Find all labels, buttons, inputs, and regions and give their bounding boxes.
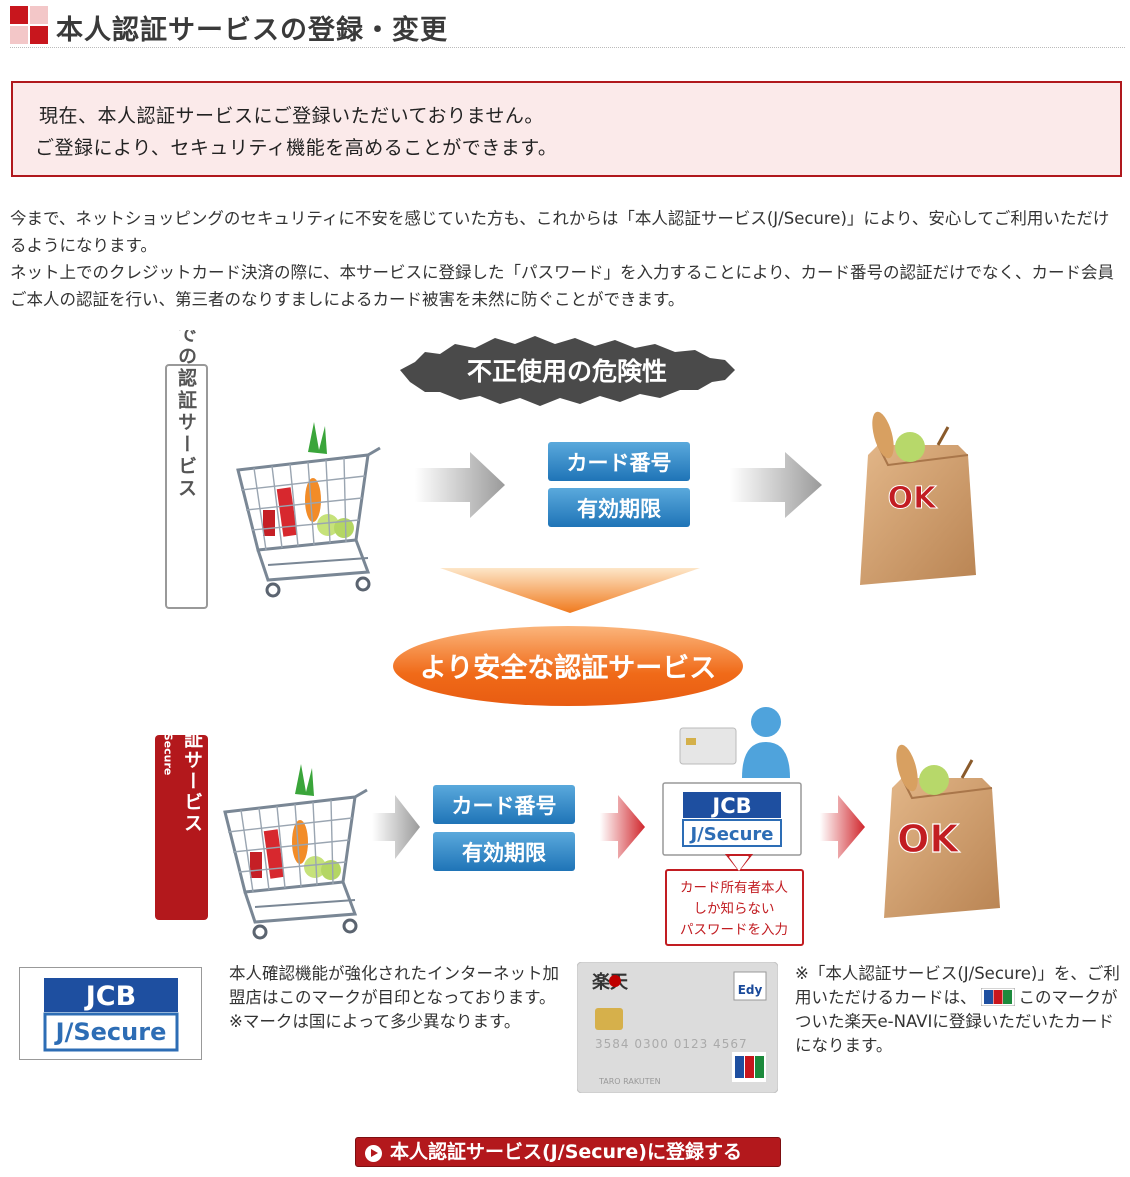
card-edy-text: Edy <box>738 983 763 997</box>
card-chip-icon <box>595 1008 623 1030</box>
mark-jcb-text: JCB <box>84 981 136 1012</box>
service-description: 今まで、ネットショッピングのセキュリティに不安を感じていた方も、これからは「本人… <box>10 205 1125 313</box>
callout-line-2: しか知らない <box>694 900 775 917</box>
play-arrow-icon <box>365 1145 382 1162</box>
card-number-text: カード番号 <box>452 794 557 818</box>
ok-text-bottom: OK <box>897 817 960 861</box>
mark-explanation-line-1: 本人確認機能が強化されたインターネット加盟店はこのマークが目印となっております。 <box>229 964 559 1007</box>
old-service-label-box <box>165 364 208 609</box>
jsecure-text: J/Secure <box>688 824 773 845</box>
danger-badge-shape <box>400 336 735 406</box>
expiry-text: 有効期限 <box>462 841 546 865</box>
old-service-label: 今までの認証サービス <box>175 330 198 500</box>
registration-notice: 現在、本人認証サービスにご登録いただいておりません。 ご登録により、セキュリティ… <box>11 81 1122 177</box>
jsecure-mark-box: JCB J/Secure <box>19 967 202 1060</box>
safer-badge-text: より安全な認証サービス <box>420 652 716 684</box>
shopping-cart-icon <box>223 762 369 940</box>
card-explanation: ※「本人認証サービス(J/Secure)」を、ご利用いただけるカードは、このマー… <box>795 962 1125 1058</box>
description-paragraph-1: 今まで、ネットショッピングのセキュリティに不安を感じていた方も、これからは「本人… <box>10 209 1110 255</box>
jcb-text: JCB <box>710 794 751 818</box>
page-title: 本人認証サービスの登録・変更 <box>56 15 448 46</box>
arrow-right-icon <box>730 452 822 518</box>
card-number-text: カード番号 <box>567 451 672 475</box>
register-button-label: 本人認証サービス(J/Secure)に登録する <box>390 1141 742 1163</box>
expiry-text: 有効期限 <box>577 497 661 521</box>
danger-badge-text: 不正使用の危険性 <box>467 357 667 386</box>
person-icon <box>751 707 781 737</box>
arrow-right-icon <box>372 795 420 859</box>
card-number-box <box>433 785 575 824</box>
credit-card-icon <box>679 727 737 765</box>
description-paragraph-2: ネット上でのクレジットカード決済の際に、本サービスに登録した「パスワード」を入力… <box>10 263 1115 309</box>
jsecure-label-main: 本人認証サービス <box>181 665 203 834</box>
arrow-right-icon <box>820 795 865 859</box>
jsecure-label-box <box>155 735 208 920</box>
card-name-text: TARO RAKUTEN <box>598 1077 661 1086</box>
password-callout <box>665 869 804 946</box>
title-divider <box>10 47 1125 48</box>
down-arrow-icon <box>440 568 700 613</box>
jcb-small-logo-icon <box>980 988 1015 1006</box>
jsecure-label-sub: J/Secure <box>162 724 175 776</box>
shopping-cart-icon <box>236 420 382 598</box>
arrow-right-icon <box>600 795 645 859</box>
expiry-box <box>548 488 690 527</box>
notice-line-1: 現在、本人認証サービスにご登録いただいておりません。 <box>39 105 544 127</box>
card-explanation-after: このマークがついた楽天e-NAVIに登録いただいたカードになります。 <box>795 988 1118 1055</box>
jcb-jsecure-logo: JCB J/Secure <box>43 978 179 1052</box>
card-explanation-text: ※「本人認証サービス(J/Secure)」を、ご利用いただけるカードは、このマー… <box>795 962 1125 1058</box>
mark-explanation: 本人確認機能が強化されたインターネット加盟店はこのマークが目印となっております。… <box>229 962 564 1034</box>
mark-jsecure-text: J/Secure <box>54 1018 167 1046</box>
card-explanation-before: ※「本人認証サービス(J/Secure)」を、ご利用いただけるカードは、 <box>795 964 1120 1007</box>
rakuten-card-image: 楽天 Edy 3584 0300 0123 4567 TARO RAKUTEN <box>577 962 778 1093</box>
callout-line-3: パスワードを入力 <box>680 922 788 938</box>
ok-text-top: OK <box>888 481 939 516</box>
card-number-box <box>548 442 690 481</box>
authentication-diagram: 今までの認証サービス 不正使用の危険性 カード番号 有効期限 OK より安全な認… <box>155 330 1002 946</box>
callout-line-1: カード所有者本人 <box>680 880 788 896</box>
arrow-right-icon <box>415 452 505 518</box>
notice-line-2: ご登録により、セキュリティ機能を高めることができます。 <box>35 137 558 159</box>
card-number-text: 3584 0300 0123 4567 <box>595 1037 748 1051</box>
mark-explanation-line-2: ※マークは国によって多少異なります。 <box>229 1012 521 1031</box>
safer-badge-shape <box>393 626 743 706</box>
expiry-box <box>433 832 575 871</box>
header-square-icon <box>10 6 48 44</box>
register-jsecure-button[interactable]: 本人認証サービス(J/Secure)に登録する <box>355 1137 781 1167</box>
